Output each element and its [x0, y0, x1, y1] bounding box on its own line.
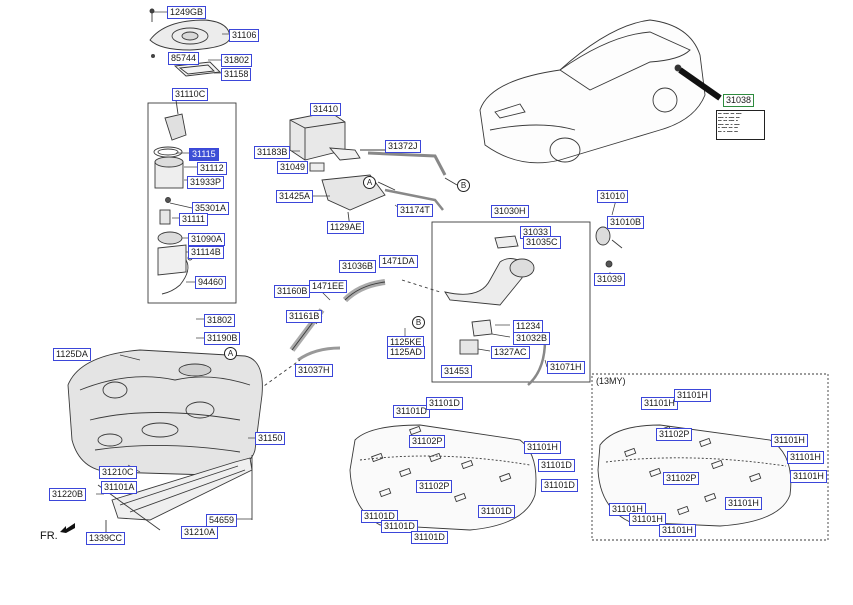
part-label-31101d-right-1[interactable]: 31101D — [538, 459, 575, 472]
part-label-11234[interactable]: 11234 — [513, 320, 544, 333]
part-label-31150[interactable]: 31150 — [255, 432, 286, 445]
part-label-31802-mid[interactable]: 31802 — [204, 314, 236, 327]
part-label-1129ae[interactable]: 1129AE — [327, 221, 365, 234]
part-label-31101h-13my-2[interactable]: 31101H — [674, 389, 711, 402]
part-label-31038[interactable]: 31038 — [723, 94, 755, 107]
part-label-31071h[interactable]: 31071H — [547, 361, 585, 374]
part-label-31101h-13my-8[interactable]: 31101H — [629, 513, 666, 526]
reference-marker-a-canister: A — [363, 176, 376, 189]
part-label-31111[interactable]: 31111 — [179, 213, 209, 226]
reference-marker-b-canister: B — [457, 179, 470, 192]
part-label-31010b[interactable]: 31010B — [607, 216, 645, 229]
part-label-94460[interactable]: 94460 — [195, 276, 227, 289]
part-label-31160b[interactable]: 31160B — [274, 285, 311, 298]
fuel-tank-part — [67, 349, 263, 476]
fuel-pump-module-part — [153, 99, 193, 295]
part-label-31102p-13my-a[interactable]: 31102P — [656, 428, 693, 441]
part-label-35301a[interactable]: 35301A — [192, 202, 230, 215]
pump-module-group-box — [147, 102, 237, 304]
vin-label-sticker: ▬▬ ▬▬▬ ▬▬ ▬▬▬▬▬▬ ▬ ▬▬▬ ▬▬▬▬ ▬▬ ▬▬▬ ▬▬▬▬ … — [716, 110, 765, 140]
part-label-31101h-13my-3[interactable]: 31101H — [771, 434, 808, 447]
part-label-31101a[interactable]: 31101A — [101, 481, 138, 494]
variant-13my-box — [591, 373, 829, 541]
part-label-31101d-top-1[interactable]: 31101D — [393, 405, 430, 418]
part-label-31210c[interactable]: 31210C — [99, 466, 137, 479]
part-label-31161b[interactable]: 31161B — [286, 310, 323, 323]
front-direction-marker: FR. — [40, 523, 75, 542]
fuel-door-part — [595, 226, 623, 268]
part-label-31933p[interactable]: 31933P — [187, 176, 225, 189]
part-label-31101h-13my-6[interactable]: 31101H — [725, 497, 762, 510]
variant-13my-title: (13MY) — [596, 376, 626, 386]
part-label-1249gb[interactable]: 1249GB — [167, 6, 207, 19]
part-label-31032b[interactable]: 31032B — [513, 332, 551, 345]
part-label-31101d-bottom-1[interactable]: 31101D — [478, 505, 515, 518]
part-label-31101d-right-2[interactable]: 31101D — [541, 479, 578, 492]
part-label-31220b[interactable]: 31220B — [49, 488, 87, 501]
reference-marker-a-tank: A — [224, 347, 237, 360]
part-label-31183b[interactable]: 31183B — [254, 146, 291, 159]
part-label-31174t[interactable]: 31174T — [397, 204, 433, 217]
filler-neck-part — [444, 235, 547, 386]
part-label-31101h-13my-4[interactable]: 31101H — [787, 451, 824, 464]
part-label-31110c[interactable]: 31110C — [172, 88, 209, 101]
part-label-31112[interactable]: 31112 — [197, 162, 227, 175]
part-label-31453[interactable]: 31453 — [441, 365, 473, 378]
part-label-31039[interactable]: 31039 — [594, 273, 626, 286]
part-label-31106[interactable]: 31106 — [229, 29, 260, 42]
vehicle-illustration — [479, 19, 722, 164]
part-label-31049[interactable]: 31049 — [277, 161, 309, 174]
part-label-1471ee[interactable]: 1471EE — [309, 280, 348, 293]
part-label-1125ad[interactable]: 1125AD — [387, 346, 425, 359]
part-label-31010[interactable]: 31010 — [597, 190, 629, 203]
part-label-31101d-bottom-2[interactable]: 31101D — [361, 510, 398, 523]
filler-neck-group-box — [431, 221, 591, 383]
part-label-31101h-13my-7[interactable]: 31101H — [609, 503, 646, 516]
part-label-31114b[interactable]: 31114B — [188, 246, 224, 259]
part-label-31102p-13my-b[interactable]: 31102P — [663, 472, 700, 485]
part-label-31037h[interactable]: 31037H — [295, 364, 333, 377]
part-label-31101h-13my-1[interactable]: 31101H — [641, 397, 678, 410]
part-label-1471da[interactable]: 1471DA — [379, 255, 418, 268]
part-label-54659[interactable]: 54659 — [206, 514, 238, 527]
part-label-31425a[interactable]: 31425A — [276, 190, 314, 203]
part-label-31102p-a[interactable]: 31102P — [409, 435, 446, 448]
part-label-31101d-top-2[interactable]: 31101D — [426, 397, 463, 410]
part-label-31090a[interactable]: 31090A — [188, 233, 226, 246]
part-label-31030h[interactable]: 31030H — [491, 205, 529, 218]
part-label-31802-top[interactable]: 31802 — [221, 54, 253, 67]
part-label-1327ac[interactable]: 1327AC — [491, 346, 530, 359]
part-label-1125da[interactable]: 1125DA — [53, 348, 91, 361]
part-label-31115-selected[interactable]: 31115 — [189, 148, 219, 161]
part-label-31101h-13my-9[interactable]: 31101H — [659, 524, 696, 537]
part-label-31210a[interactable]: 31210A — [181, 526, 219, 539]
part-label-1339cc[interactable]: 1339CC — [86, 532, 126, 545]
part-label-31101d-bottom-4[interactable]: 31101D — [411, 531, 448, 544]
part-label-31101d-bottom-3[interactable]: 31101D — [381, 520, 418, 533]
canister-part — [289, 111, 386, 229]
part-label-31101h-a[interactable]: 31101H — [524, 441, 561, 454]
part-label-31102p-b[interactable]: 31102P — [416, 480, 453, 493]
reference-marker-b-filler: B — [412, 316, 425, 329]
part-label-31410[interactable]: 31410 — [310, 103, 342, 116]
part-label-31158[interactable]: 31158 — [221, 68, 252, 81]
part-label-31190b[interactable]: 31190B — [204, 332, 241, 345]
part-label-31372j[interactable]: 31372J — [385, 140, 421, 153]
part-label-31101h-13my-5[interactable]: 31101H — [790, 470, 827, 483]
front-label: FR. — [40, 530, 58, 542]
part-label-85744[interactable]: 85744 — [168, 52, 200, 65]
part-label-31036b[interactable]: 31036B — [339, 260, 377, 273]
front-arrow-icon — [60, 523, 75, 533]
part-label-31035c[interactable]: 31035C — [523, 236, 561, 249]
